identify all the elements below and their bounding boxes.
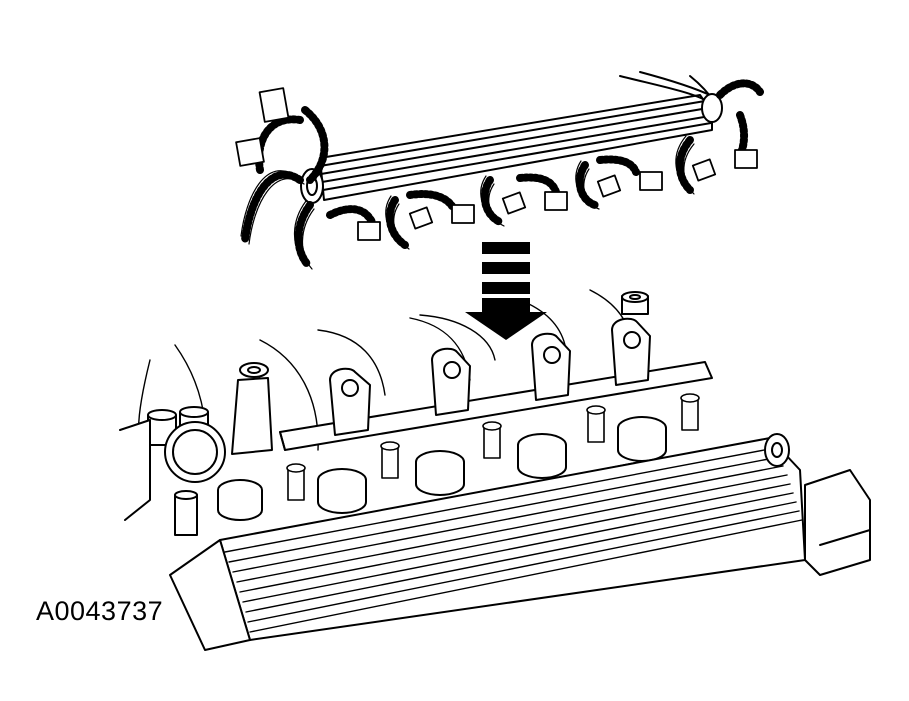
right-housing (804, 469, 871, 576)
coil-bosses (217, 416, 667, 521)
down-arrow-icon (465, 242, 547, 340)
mounting-towers (329, 317, 651, 436)
harness-connectors (235, 87, 758, 241)
engine-block (119, 289, 871, 651)
fuel-rail (219, 433, 806, 641)
left-components (119, 362, 273, 536)
top-nut (621, 291, 649, 315)
harness-loom-outlines (240, 135, 695, 270)
figure-id-label: A0043737 (36, 596, 164, 626)
fuel-injectors (286, 393, 700, 501)
wiring-harness (235, 71, 764, 270)
lower-left-cover (169, 539, 251, 651)
harness-conduit (300, 71, 723, 204)
